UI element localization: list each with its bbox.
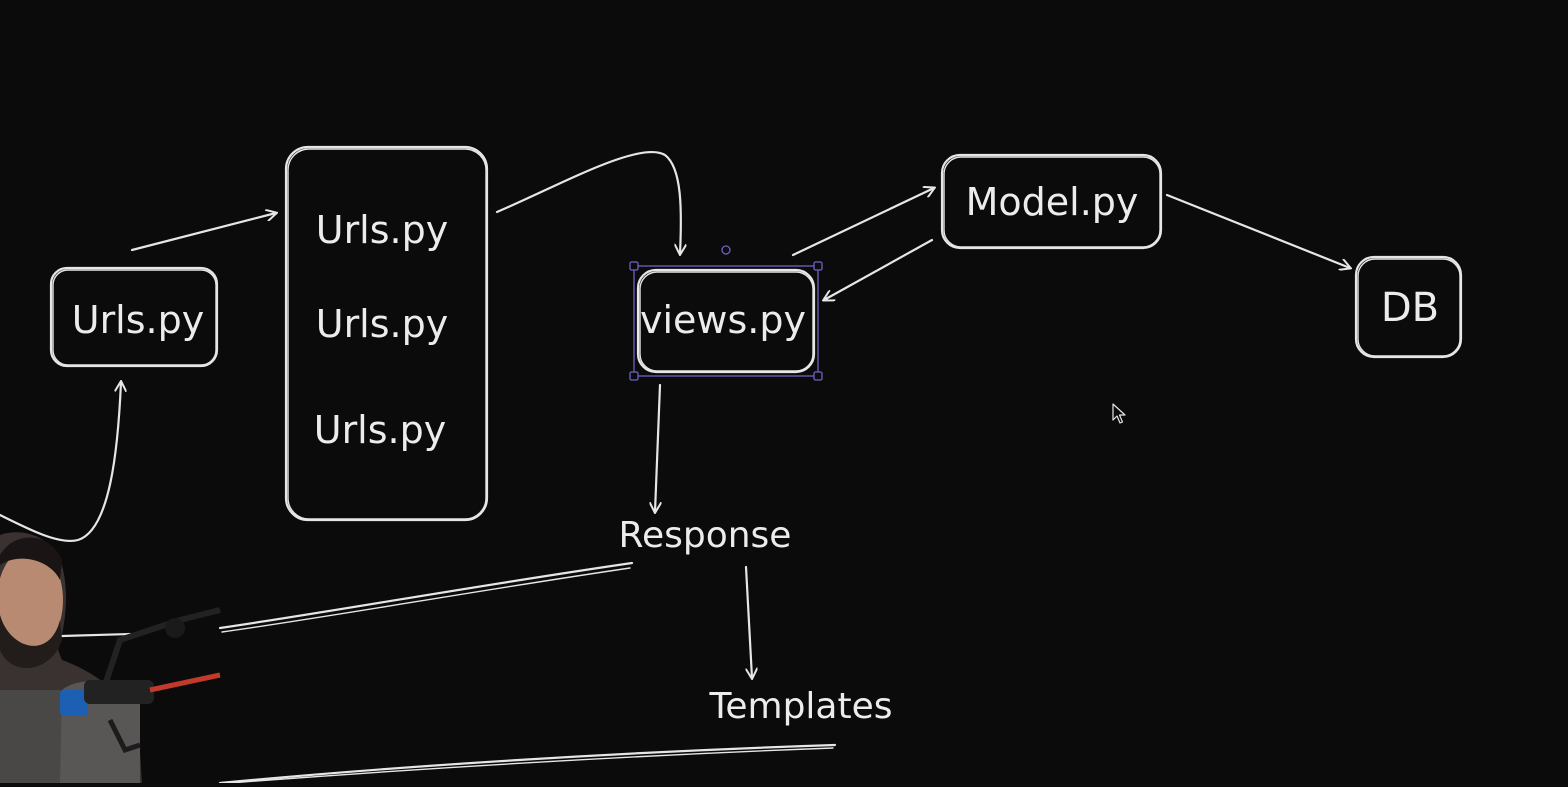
views-node[interactable]: views.py [636,268,816,374]
arrow-model-to-views[interactable] [824,238,934,300]
arrow-views-to-response[interactable] [655,383,660,512]
arrow-urls-left-to-stack[interactable] [130,213,276,252]
model-node[interactable]: Model.py [940,153,1163,250]
response-label[interactable]: Response [619,515,792,556]
urls-stack-node[interactable]: Urls.py Urls.py Urls.py [284,145,489,522]
rotate-handle[interactable] [721,245,731,255]
mouse-pointer-icon [1112,403,1126,424]
resize-handle-nw[interactable] [629,261,639,271]
webcam-presenter-overlay [0,532,221,783]
model-label: Model.py [966,180,1139,224]
arrow-stack-to-views[interactable] [495,150,681,254]
arrow-views-to-model[interactable] [791,188,934,257]
selection-frame[interactable] [629,245,823,381]
urls-stack-label-2: Urls.py [316,302,448,346]
resize-handle-sw[interactable] [629,371,639,381]
urls-left-label: Urls.py [72,298,204,342]
line-templates-return[interactable] [218,743,837,785]
db-node[interactable]: DB [1354,255,1463,359]
urls-stack-label-3: Urls.py [314,408,446,452]
arrow-response-to-templates[interactable] [744,565,752,678]
line-response-return[interactable] [218,561,634,630]
db-label: DB [1381,285,1439,331]
arrow-model-to-db[interactable] [1165,193,1350,268]
urls-left-node[interactable]: Urls.py [49,266,219,368]
arrow-request-to-urls-left[interactable] [0,382,121,543]
urls-stack-label-1: Urls.py [316,208,448,252]
views-label: views.py [640,298,806,342]
resize-handle-se[interactable] [813,371,823,381]
templates-label[interactable]: Templates [708,686,892,727]
resize-handle-ne[interactable] [813,261,823,271]
